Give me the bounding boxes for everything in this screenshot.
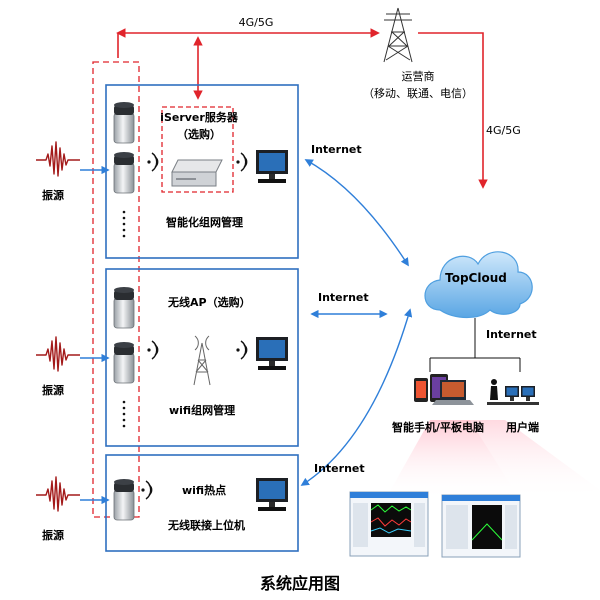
source-links [80, 165, 110, 505]
transmission-tower-icon [383, 7, 413, 63]
smartphone-icon [414, 378, 428, 402]
mobile-devices-label: 智能手机/平板电脑 [392, 421, 485, 434]
wifi-hotspot-label: wifi热点 [182, 484, 227, 497]
internet-label-2: Internet [318, 291, 369, 304]
seismograph-icon [35, 336, 81, 372]
iserver-frame [161, 106, 234, 193]
internet-label-3: Internet [314, 462, 365, 475]
computer-monitor-icon [256, 337, 288, 370]
sensor-icon [113, 341, 135, 384]
wireless-signal-icon [146, 152, 159, 172]
laptop-icon [432, 380, 474, 405]
sensor-icon [113, 151, 135, 194]
internet-links [300, 159, 413, 486]
diagram-title: 系统应用图 [259, 574, 341, 593]
carrier-links [116, 28, 488, 189]
cloud-name: TopCloud [445, 271, 507, 285]
wireless-signal-icon [140, 480, 153, 500]
vibration-source-label-1: 振源 [42, 189, 64, 202]
wireless-signal-icon [235, 340, 248, 360]
cloud-icon [424, 251, 533, 319]
internet-label-1: Internet [311, 143, 362, 156]
cloud-device-links [429, 318, 521, 372]
software-screenshot-icon [441, 494, 521, 558]
wireless-signal-icon [146, 340, 159, 360]
carrier-title: 运营商 [401, 70, 435, 83]
computer-monitor-icon [256, 150, 288, 183]
group1-caption: 智能化组网管理 [166, 216, 243, 229]
software-screenshot-icon [349, 491, 429, 557]
sensor-icon [113, 101, 135, 144]
more-dots [122, 400, 126, 428]
antenna-tower-icon [193, 335, 211, 386]
iserver-subtitle: （选购） [177, 128, 221, 141]
group3-caption: 无线联接上位机 [168, 519, 245, 532]
more-dots [122, 210, 126, 238]
iserver-title: iServer服务器 [160, 111, 238, 124]
light-beams [385, 420, 600, 500]
computer-monitor-icon [256, 478, 288, 511]
wireless-ap-label: 无线AP（选购） [168, 296, 251, 309]
vibration-source-label-3: 振源 [42, 529, 64, 542]
seismograph-icon [35, 141, 81, 177]
internet-cloud-label: Internet [486, 328, 537, 341]
vibration-source-label-2: 振源 [42, 384, 64, 397]
user-workstation-icon [487, 379, 539, 405]
sensor-icon [113, 478, 135, 521]
seismograph-icon [35, 476, 81, 512]
server-icon [171, 159, 223, 187]
user-end-label: 用户端 [506, 421, 539, 434]
network-4g5g-top-label: 4G/5G [238, 16, 274, 29]
carrier-subtitle: （移动、联通、电信） [363, 87, 473, 100]
network-4g5g-right-label: 4G/5G [486, 124, 521, 137]
sensor-icon [113, 286, 135, 329]
wireless-signal-icon [235, 152, 248, 172]
group2-caption: wifi组网管理 [169, 404, 236, 417]
